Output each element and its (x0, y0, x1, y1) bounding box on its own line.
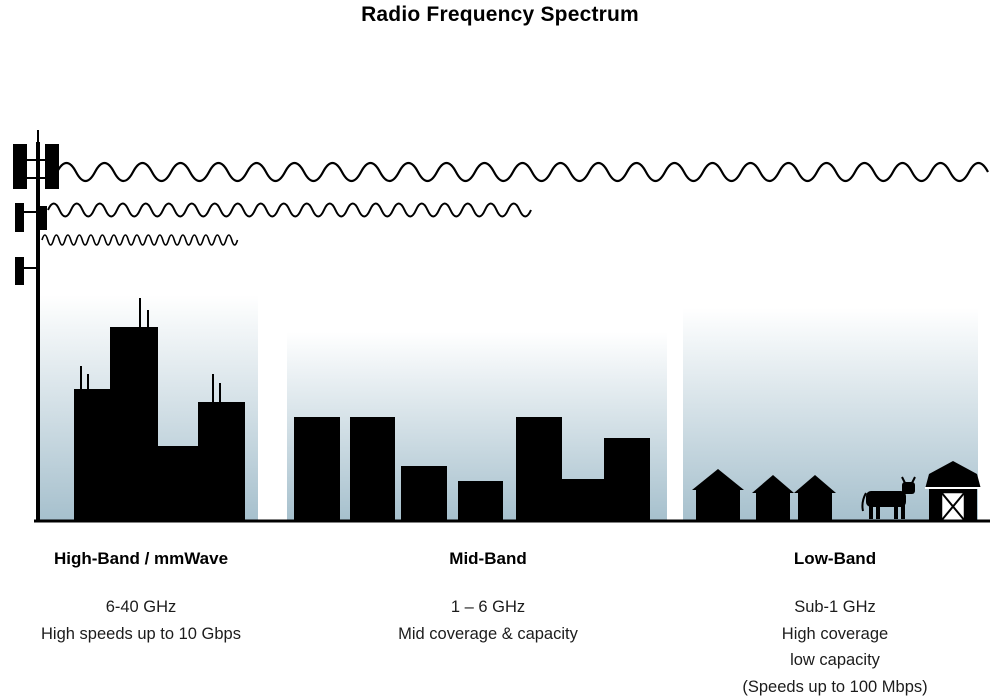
band-detail: Mid coverage & capacity (398, 624, 578, 643)
barn-icon (925, 461, 981, 523)
band-details: Sub-1 GHz High coverage low capacity (Sp… (710, 594, 960, 700)
band-detail: 6-40 GHz (105, 598, 177, 616)
page-title: Radio Frequency Spectrum (361, 3, 639, 26)
band-name: Low-Band (793, 549, 877, 568)
band-details: 6-40 GHz High speeds up to 10 Gbps (16, 594, 266, 647)
rooftop-antennas-icon (80, 298, 221, 403)
mid-frequency-medium-wave-icon (47, 202, 532, 218)
band-details: 1 – 6 GHz Mid coverage & capacity (363, 594, 613, 647)
house-icon (752, 475, 794, 521)
low-band-label: Low-Band Sub-1 GHz High coverage low cap… (710, 549, 960, 700)
band-detail: low capacity (790, 651, 880, 669)
midrise-buildings-icon (294, 417, 650, 521)
high-frequency-short-wave-icon (41, 234, 239, 246)
cow-icon (861, 476, 916, 519)
city-skyline-icon (74, 298, 245, 521)
low-frequency-long-wave-icon (56, 161, 989, 183)
band-detail: High coverage (781, 624, 889, 643)
cell-tower-icon (13, 130, 59, 521)
high-band-label: High-Band / mmWave 6-40 GHz High speeds … (16, 549, 266, 647)
house-icon (692, 469, 744, 521)
band-name: High-Band / mmWave (53, 549, 229, 568)
band-name: Mid-Band (449, 549, 527, 568)
spectrum-diagram (13, 130, 990, 523)
band-detail: (Speeds up to 100 Mbps) (742, 677, 928, 696)
farm-scene-icon (692, 461, 981, 523)
band-detail: 1 – 6 GHz (450, 598, 526, 616)
house-icon (794, 475, 836, 521)
band-detail: High speeds up to 10 Gbps (41, 624, 241, 643)
band-detail: Sub-1 GHz (794, 598, 876, 616)
mid-band-label: Mid-Band 1 – 6 GHz Mid coverage & capaci… (363, 549, 613, 647)
